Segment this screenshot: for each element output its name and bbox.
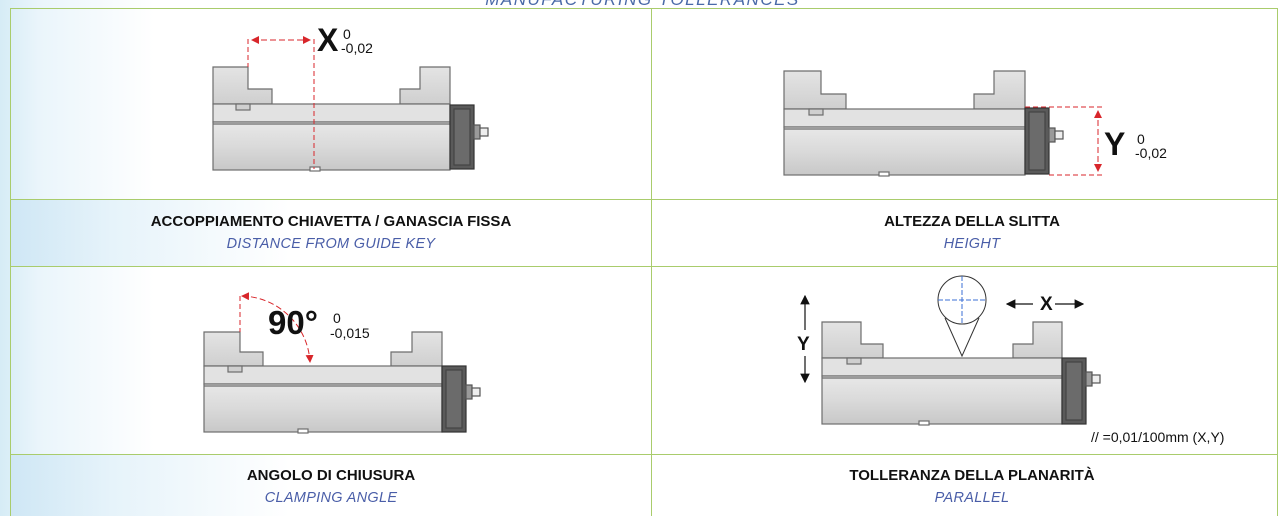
caption-english: HEIGHT [943,236,1001,252]
dimension-y: Y 0 -0,02 [1025,106,1167,176]
vise-drawing-distance: X 0 -0,02 [212,22,489,172]
axis-label-y: Y [797,334,810,355]
dim-letter-y: Y [1104,126,1125,162]
vise-body [783,70,1064,177]
vise-body [203,331,481,434]
vise-drawing-angle: 90° 0 -0,015 [203,292,481,434]
tol-lower: -0,02 [1135,145,1167,161]
arrow-y: Y [797,294,810,384]
page-title: MANUFACTURING TOLLERANCES [0,0,1285,10]
tol-upper: 0 [1137,131,1145,147]
caption-clamping-angle: ANGOLO DI CHIUSURA CLAMPING ANGLE [11,467,651,506]
caption-band-row-1 [11,200,1277,266]
tol-lower: -0,015 [330,325,370,341]
caption-english: CLAMPING ANGLE [264,490,398,506]
caption-english: PARALLEL [934,490,1010,506]
indicator-target-icon [937,275,987,358]
grid-divider [651,9,652,516]
caption-distance-from-guide-key: ACCOPPIAMENTO CHIAVETTA / GANASCIA FISSA… [11,213,651,252]
vise-drawing-parallel: X Y // =0,01/100mm (X,Y) [797,275,1224,445]
caption-italian: ACCOPPIAMENTO CHIAVETTA / GANASCIA FISSA [150,213,512,230]
caption-parallel: TOLLERANZA DELLA PLANARITÀ PARALLEL [652,467,1285,506]
dim-letter-x: X [317,22,339,58]
vise-drawing-height: Y 0 -0,02 [783,70,1167,177]
vise-body [821,321,1101,426]
tol-upper: 0 [343,26,351,42]
axis-label-x: X [1040,294,1053,315]
dimension-angle: 90° 0 -0,015 [239,292,370,363]
caption-italian: ALTEZZA DELLA SLITTA [884,213,1060,230]
caption-english: DISTANCE FROM GUIDE KEY [226,236,436,252]
dimension-x: X 0 -0,02 [247,22,373,169]
grid-line [11,454,1277,455]
dim-angle-90: 90° [268,304,318,341]
vise-body [212,66,489,172]
grid-line [11,199,1277,200]
tol-lower: -0,02 [341,40,373,56]
tolerance-grid: ACCOPPIAMENTO CHIAVETTA / GANASCIA FISSA… [10,8,1278,516]
caption-band-row-2 [11,455,1277,516]
tol-upper: 0 [333,310,341,326]
grid-line [11,266,1277,267]
caption-italian: ANGOLO DI CHIUSURA [246,467,416,484]
caption-height: ALTEZZA DELLA SLITTA HEIGHT [652,213,1285,252]
parallel-tolerance-note: // =0,01/100mm (X,Y) [1091,429,1224,445]
caption-italian: TOLLERANZA DELLA PLANARITÀ [849,467,1095,484]
arrow-x: X [1005,294,1085,315]
